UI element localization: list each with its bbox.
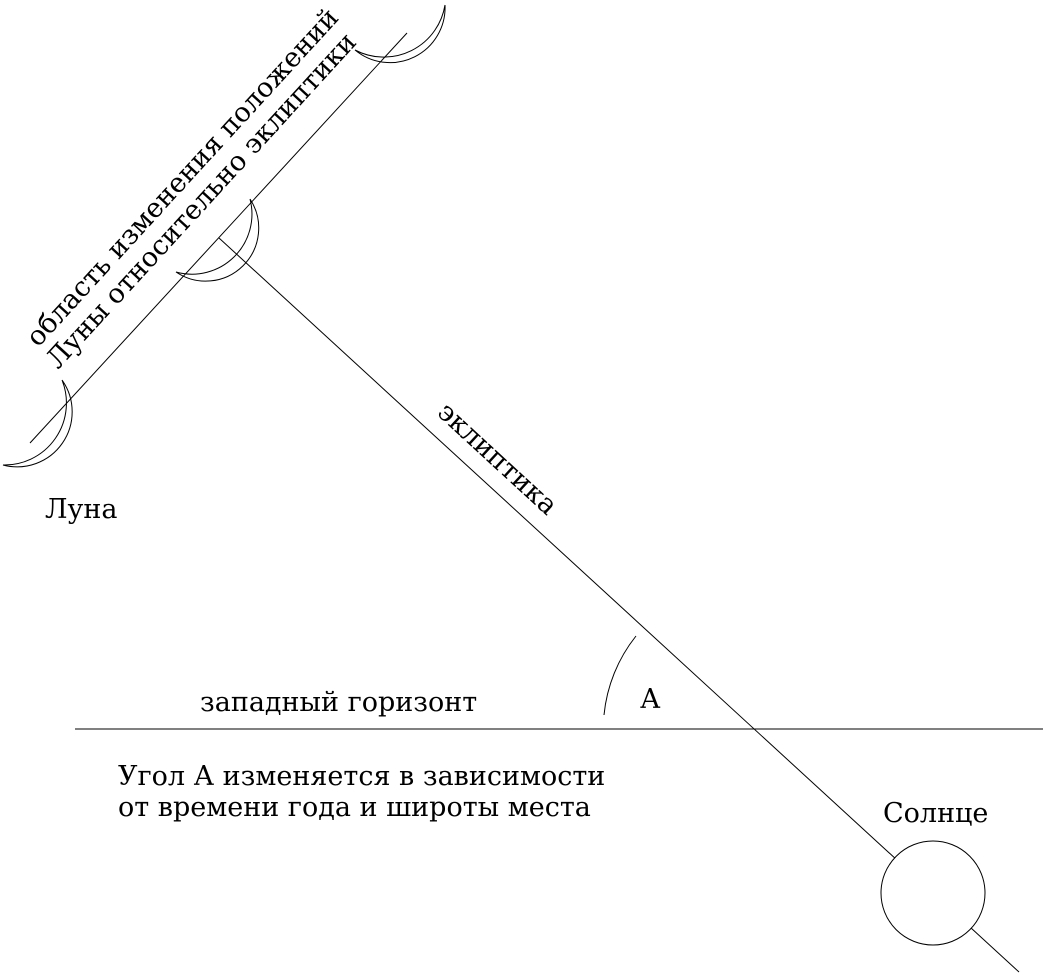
region-label-line1: область изменения положений xyxy=(20,2,345,352)
note-line2: от времени года и широты места xyxy=(118,792,591,823)
ecliptic-label: эклиптика xyxy=(431,396,563,521)
angle-a-arc xyxy=(603,635,637,716)
moon-crescent-middle xyxy=(175,198,260,282)
horizon-label: западный горизонт xyxy=(200,687,477,718)
note-line1: Угол А изменяется в зависимости xyxy=(118,761,605,792)
sun-label: Солнце xyxy=(883,798,988,829)
moon-crescent-top xyxy=(354,4,446,64)
ecliptic-line xyxy=(218,237,1020,973)
angle-a-label: А xyxy=(640,684,661,715)
lunar-range-line xyxy=(29,32,408,444)
region-label-line2: Луны относительно эклиптики xyxy=(40,27,363,375)
moon-label: Луна xyxy=(45,494,118,525)
moon-crescent-bottom xyxy=(2,379,73,468)
sun-circle xyxy=(880,840,986,946)
